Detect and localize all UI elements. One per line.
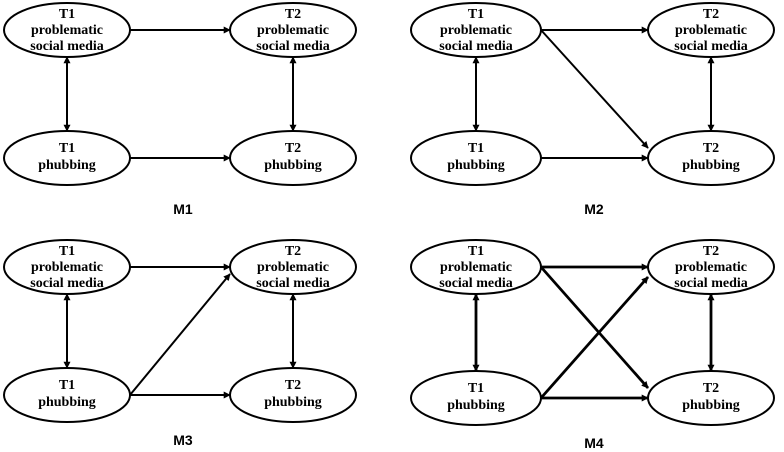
node-time-label: T2	[703, 244, 719, 259]
node-time-label: T1	[59, 244, 75, 259]
node-label-line: problematic	[675, 260, 747, 275]
node-ellipse	[229, 130, 357, 186]
node-time-label: T1	[468, 244, 484, 259]
node-ellipse	[229, 2, 357, 58]
node-label-line: social media	[439, 39, 513, 54]
node-label-line: phubbing	[682, 158, 740, 173]
model-label-m2: M2	[584, 201, 604, 217]
m2-node-t1-problematic: T1 problematic social media	[410, 2, 542, 58]
node-time-label: T1	[468, 7, 484, 22]
node-time-label: T1	[468, 141, 484, 156]
node-ellipse	[647, 130, 775, 186]
node-label-line: phubbing	[447, 158, 505, 173]
node-label-line: phubbing	[264, 395, 322, 410]
m1-node-t2-problematic: T2 problematic social media	[229, 2, 357, 58]
m4-node-t1-phubbing: T1 phubbing	[410, 370, 542, 426]
m3-node-t1-phubbing: T1 phubbing	[3, 367, 131, 423]
model-label-m4: M4	[584, 435, 604, 451]
model-m4: T1 problematic social media T2 problemat…	[410, 239, 775, 451]
node-label-line: social media	[674, 39, 748, 54]
model-m3: T1 problematic social media T2 problemat…	[3, 239, 357, 448]
node-label-line: social media	[439, 276, 513, 291]
node-time-label: T2	[285, 244, 301, 259]
node-ellipse	[410, 130, 542, 186]
node-time-label: T1	[59, 7, 75, 22]
node-ellipse	[3, 367, 131, 423]
m1-node-t2-phubbing: T2 phubbing	[229, 130, 357, 186]
node-ellipse	[410, 2, 542, 58]
m2-node-t2-problematic: T2 problematic social media	[647, 2, 775, 58]
node-label-line: problematic	[31, 23, 103, 38]
node-time-label: T1	[59, 378, 75, 393]
node-time-label: T2	[285, 378, 301, 393]
node-ellipse	[3, 2, 131, 58]
node-label-line: social media	[30, 39, 104, 54]
node-label-line: problematic	[440, 23, 512, 38]
m1-node-t1-problematic: T1 problematic social media	[3, 2, 131, 58]
node-ellipse	[647, 239, 775, 295]
m2-node-t1-phubbing: T1 phubbing	[410, 130, 542, 186]
node-ellipse	[410, 370, 542, 426]
m3-edge-t1-phubbing-to-t2-problematic	[129, 273, 231, 396]
node-time-label: T1	[468, 381, 484, 396]
m3-node-t2-problematic: T2 problematic social media	[229, 239, 357, 295]
node-label-line: phubbing	[38, 158, 96, 173]
node-time-label: T2	[703, 381, 719, 396]
m4-edge-t1-phubbing-to-t2-problematic	[539, 276, 650, 399]
node-ellipse	[229, 239, 357, 295]
m3-node-t2-phubbing: T2 phubbing	[229, 367, 357, 423]
m1-node-t1-phubbing: T1 phubbing	[3, 130, 131, 186]
node-ellipse	[3, 130, 131, 186]
m3-node-t1-problematic: T1 problematic social media	[3, 239, 131, 295]
node-label-line: phubbing	[264, 158, 322, 173]
m4-node-t1-problematic: T1 problematic social media	[410, 239, 542, 295]
m4-node-t2-phubbing: T2 phubbing	[647, 370, 775, 426]
node-label-line: problematic	[257, 260, 329, 275]
node-label-line: social media	[30, 276, 104, 291]
node-time-label: T2	[285, 141, 301, 156]
node-time-label: T2	[703, 141, 719, 156]
model-m2: T1 problematic social media T2 problemat…	[410, 2, 775, 217]
node-label-line: social media	[256, 39, 330, 54]
model-m1: T1 problematic social media T2 problemat…	[3, 2, 357, 217]
node-ellipse	[229, 367, 357, 423]
node-label-line: problematic	[675, 23, 747, 38]
node-label-line: problematic	[31, 260, 103, 275]
m2-node-t2-phubbing: T2 phubbing	[647, 130, 775, 186]
node-label-line: problematic	[440, 260, 512, 275]
node-label-line: phubbing	[38, 395, 96, 410]
node-time-label: T2	[703, 7, 719, 22]
node-time-label: T1	[59, 141, 75, 156]
model-label-m1: M1	[173, 201, 193, 217]
node-label-line: social media	[256, 276, 330, 291]
node-ellipse	[647, 2, 775, 58]
node-label-line: phubbing	[682, 398, 740, 413]
node-ellipse	[3, 239, 131, 295]
node-label-line: phubbing	[447, 398, 505, 413]
node-ellipse	[410, 239, 542, 295]
node-label-line: problematic	[257, 23, 329, 38]
node-ellipse	[647, 370, 775, 426]
node-time-label: T2	[285, 7, 301, 22]
node-label-line: social media	[674, 276, 748, 291]
m4-edge-t1-problematic-to-t2-phubbing	[539, 266, 650, 389]
model-label-m3: M3	[173, 432, 193, 448]
m2-edge-t1-problematic-to-t2-phubbing	[540, 29, 649, 149]
m4-node-t2-problematic: T2 problematic social media	[647, 239, 775, 295]
